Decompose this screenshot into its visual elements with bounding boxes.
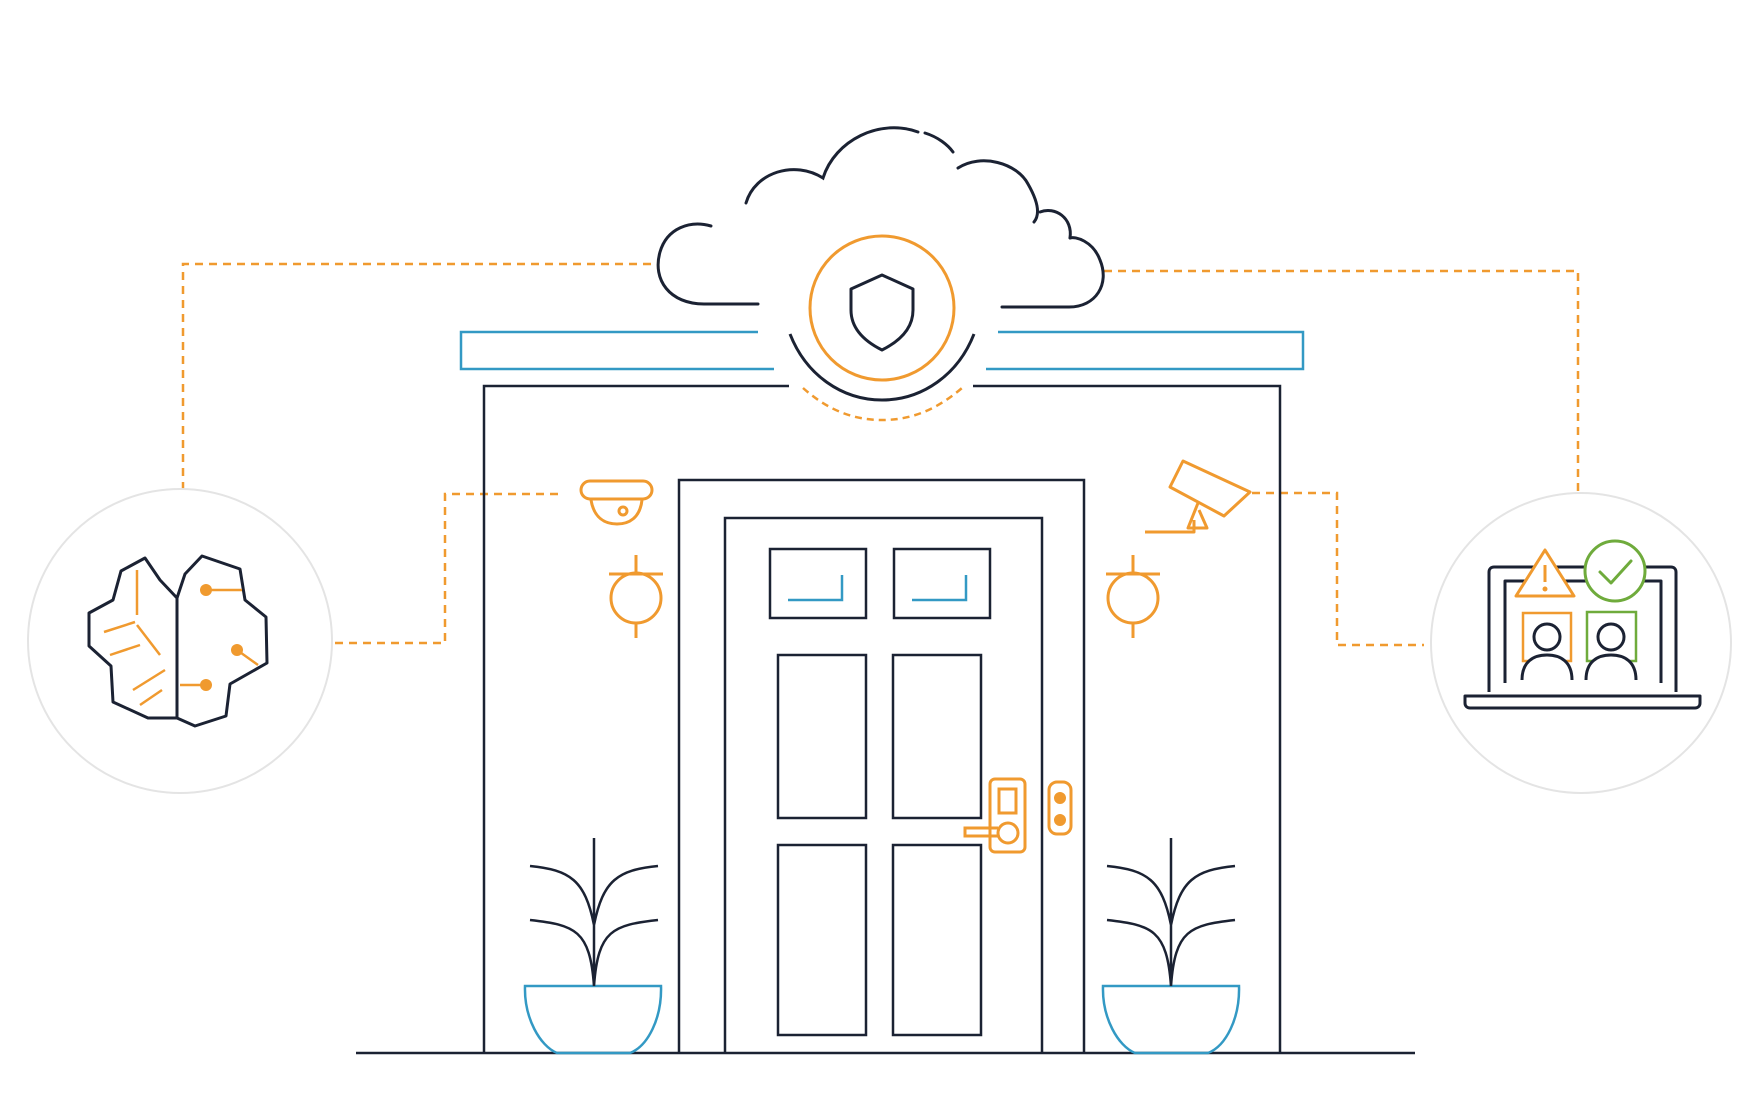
brain-circuit-icon: [87, 554, 269, 728]
door-window-right: [892, 547, 992, 620]
cloud-to-laptop-connector: [1104, 269, 1580, 492]
building-walls: [482, 384, 1282, 1053]
laptop-halo: [1430, 492, 1732, 794]
shield-dashed-arc: [802, 387, 963, 422]
brain-circuit-node: [27, 488, 333, 794]
plant-pot-icon: [1101, 838, 1241, 1055]
doorbell-icon: [1047, 780, 1073, 836]
smart-lock-icon: [963, 777, 1027, 854]
shield-badge: [788, 234, 976, 422]
roof-band-right: [986, 330, 1305, 371]
bullet-camera-to-laptop-connector: [1252, 491, 1424, 647]
connector-lines: [181, 262, 1580, 647]
wall-light-icon: [609, 555, 663, 638]
dome-camera-icon: [579, 479, 654, 526]
roof-band-left: [459, 330, 774, 371]
door-icon: [677, 478, 1086, 1053]
brain-halo: [27, 488, 333, 794]
door-panel: [891, 843, 983, 1037]
shield-arc: [788, 333, 976, 402]
door-window-left: [768, 547, 868, 620]
identity-check-node: [1430, 492, 1732, 794]
door-panel: [776, 843, 868, 1037]
wall-light-icon: [1106, 555, 1160, 638]
laptop-icon: [1463, 565, 1702, 710]
checkmark-icon: [1583, 539, 1647, 603]
cloud-icon: [656, 126, 1105, 309]
building-icon: [356, 330, 1415, 1055]
bullet-camera-icon: [1145, 459, 1252, 534]
person-icon: [1584, 610, 1638, 681]
shield-icon: [849, 273, 915, 352]
dome-camera-to-brain-connector: [331, 492, 558, 645]
cloud-to-brain-connector: [181, 262, 651, 492]
door-panel: [776, 653, 868, 820]
door-frame: [677, 478, 1086, 1053]
door-leaf: [723, 516, 1044, 1053]
door-panel: [891, 653, 983, 820]
plant-pot-icon: [523, 838, 663, 1055]
shield-ring: [808, 234, 956, 382]
person-icon: [1520, 611, 1574, 681]
